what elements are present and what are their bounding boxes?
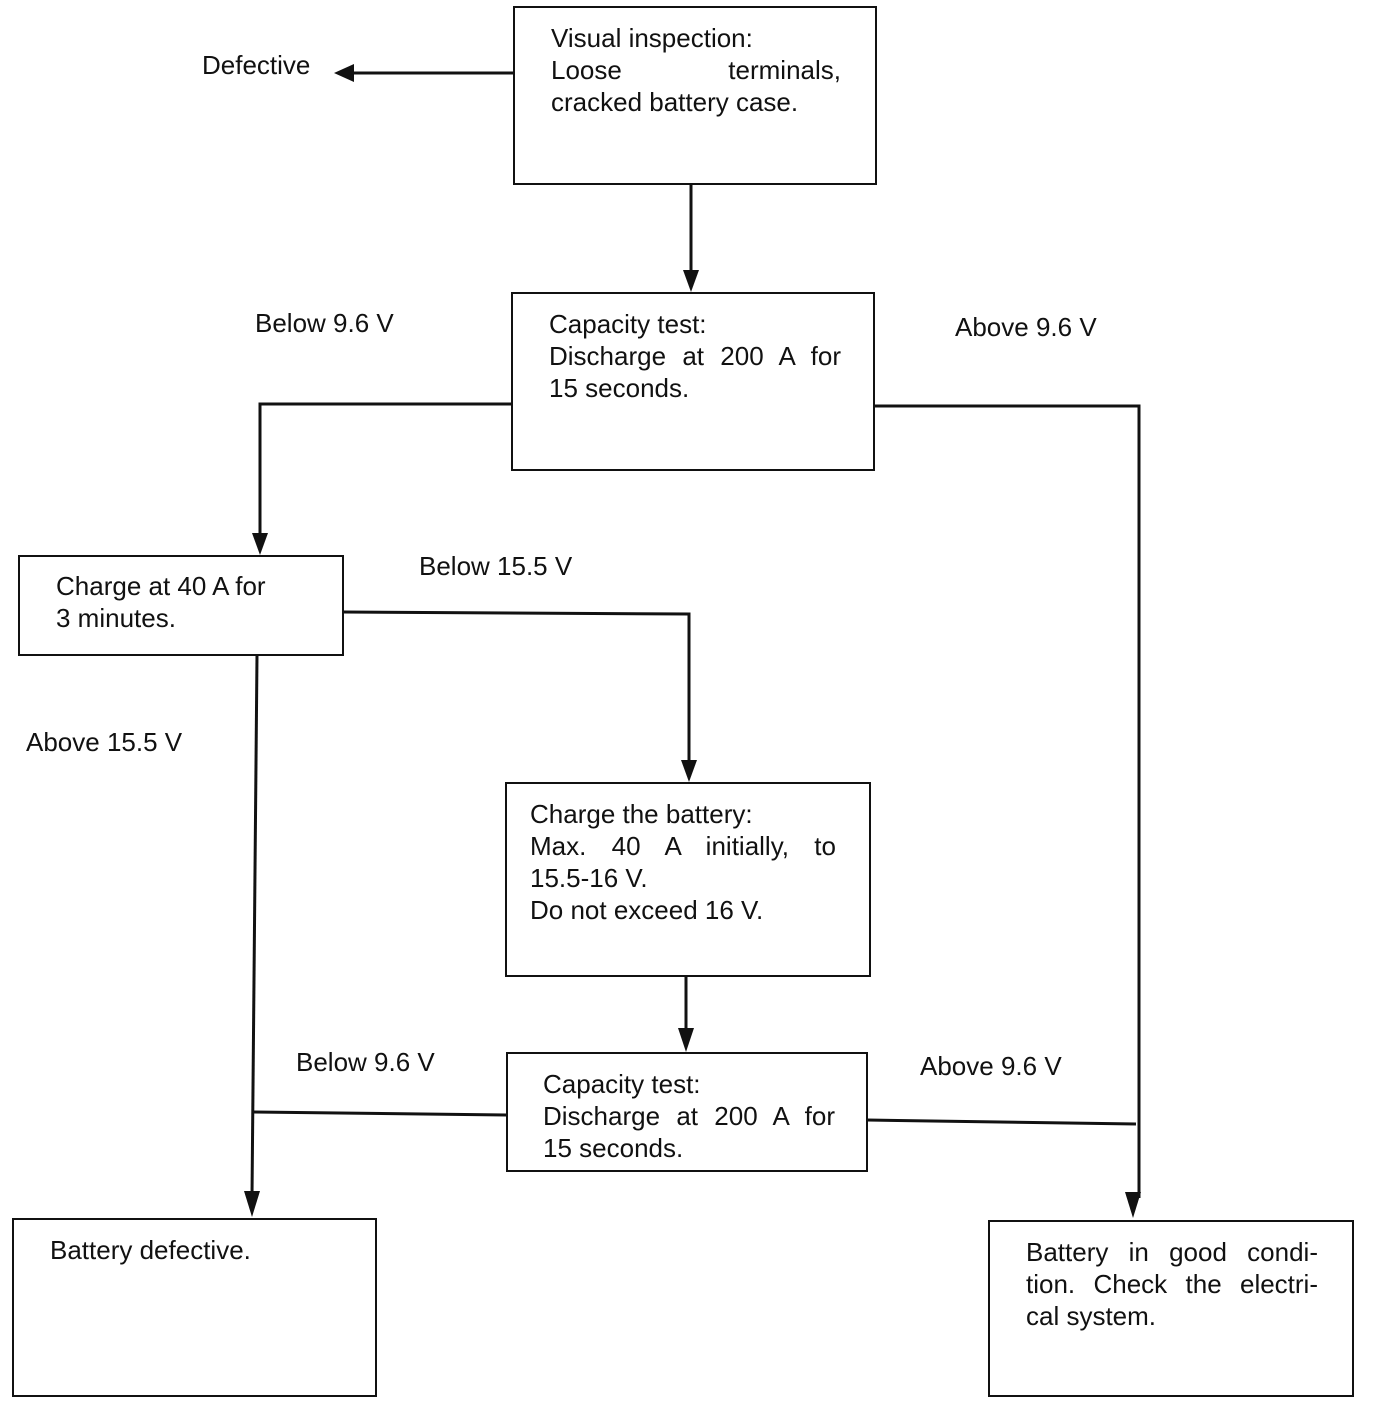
connector-capacity1-above (874, 404, 1141, 1198)
charge-battery-box (505, 782, 871, 977)
label-above-15-5: Above 15.5 V (26, 727, 183, 757)
battery-good-line1: Battery in good condi- (1026, 1237, 1318, 1267)
arrowhead-capacity1 (683, 270, 699, 292)
label-below-15-5: Below 15.5 V (419, 551, 573, 581)
visual-inspection-line1: Loose terminals, (551, 55, 841, 85)
charge-40a-box (18, 555, 344, 656)
charge-40a-text: Charge at 40 A for 3 minutes. (56, 570, 316, 634)
battery-good-line2: tion. Check the electri- (1026, 1269, 1318, 1299)
charge-battery-line1: Max. 40 A initially, to (530, 831, 836, 861)
connector-charge40-above (250, 654, 259, 1197)
capacity-test-1-text: Capacity test: Discharge at 200 A for 15… (549, 308, 841, 404)
label-above-9-6-bottom: Above 9.6 V (920, 1051, 1062, 1081)
charge-battery-line3: Do not exceed 16 V. (530, 895, 764, 925)
connector-capacity2-above (866, 1118, 1137, 1126)
visual-inspection-line2: cracked battery case. (551, 87, 799, 117)
battery-defective-line1: Battery defective. (50, 1235, 251, 1265)
battery-defective-box (12, 1218, 377, 1397)
connector-capacity1-below (258, 402, 511, 540)
defective-label: Defective (202, 50, 311, 80)
charge-battery-title: Charge the battery: (530, 799, 753, 829)
charge-battery-line2: 15.5-16 V. (530, 863, 648, 893)
capacity-test-2-text: Capacity test: Discharge at 200 A for 15… (543, 1068, 835, 1164)
capacity-test-2-line2: 15 seconds. (543, 1133, 684, 1163)
connector-capacity2-below (251, 1110, 507, 1117)
label-below-9-6-bottom: Below 9.6 V (296, 1047, 435, 1077)
visual-inspection-box (513, 6, 877, 185)
arrowhead-capacity2 (678, 1028, 694, 1052)
visual-inspection-text: Visual inspection: Loose terminals, crac… (551, 22, 841, 118)
arrowhead-defective (334, 64, 354, 82)
charge-40a-line2: 3 minutes. (56, 603, 176, 633)
battery-defective-text: Battery defective. (50, 1234, 350, 1266)
capacity-test-1-line1: Discharge at 200 A for (549, 341, 841, 371)
arrowhead-good (1125, 1192, 1141, 1218)
charge-battery-text: Charge the battery: Max. 40 A initially,… (530, 798, 836, 926)
capacity-test-1-title: Capacity test: (549, 309, 707, 339)
arrowhead-defective-box (244, 1191, 260, 1217)
capacity-test-1-line2: 15 seconds. (549, 373, 690, 403)
charge-40a-line1: Charge at 40 A for (56, 571, 266, 601)
arrowhead-charge40 (252, 533, 268, 555)
visual-inspection-title: Visual inspection: (551, 23, 753, 53)
battery-good-line3: cal system. (1026, 1301, 1157, 1331)
label-above-9-6-top: Above 9.6 V (955, 312, 1097, 342)
capacity-test-2-box (506, 1052, 868, 1172)
connector-charge40-below (342, 610, 691, 765)
capacity-test-2-title: Capacity test: (543, 1069, 701, 1099)
battery-good-box (988, 1220, 1354, 1397)
capacity-test-2-line1: Discharge at 200 A for (543, 1101, 835, 1131)
label-below-9-6-top: Below 9.6 V (255, 308, 394, 338)
battery-good-text: Battery in good condi- tion. Check the e… (1026, 1236, 1318, 1332)
arrowhead-charge-battery (681, 760, 697, 782)
capacity-test-1-box (511, 292, 875, 471)
